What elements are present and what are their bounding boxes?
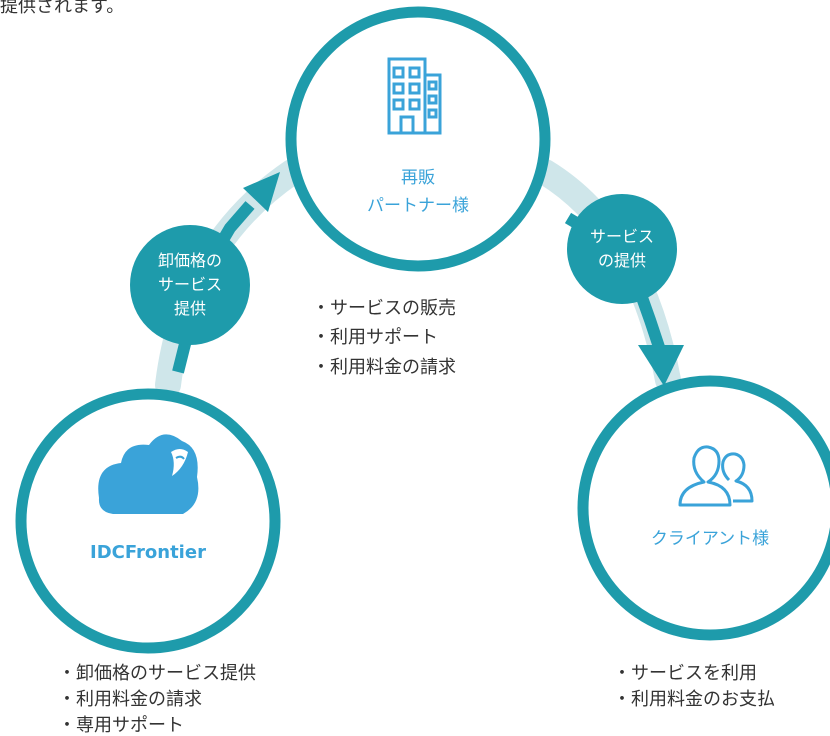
partner-node[interactable]: 再販 パートナー様	[285, 6, 551, 272]
idcf-bullet-1: ・卸価格のサービス提供	[58, 663, 256, 684]
partner-bullet-2: ・利用サポート	[312, 327, 438, 348]
service-badge: サービス の提供	[567, 194, 677, 304]
client-bullet-2: ・利用料金のお支払	[613, 689, 775, 710]
client-bullet-1: ・サービスを利用	[613, 663, 757, 684]
wholesale-badge-line3: 提供	[174, 299, 206, 318]
client-node[interactable]: クライアント様	[577, 375, 830, 641]
idcf-bullet-2: ・利用料金の請求	[58, 689, 202, 710]
service-badge-line1: サービス	[590, 227, 654, 246]
right-arrow-head	[638, 345, 684, 386]
users-icon	[678, 445, 754, 507]
idcf-logo-text: IDCFrontier	[90, 542, 206, 563]
service-badge-circle	[567, 194, 677, 304]
wholesale-badge-line2: サービス	[158, 275, 222, 294]
partner-label-line2: パートナー様	[367, 196, 469, 216]
partner-bullet-1: ・サービスの販売	[312, 298, 456, 319]
client-label: クライアント様	[651, 529, 769, 549]
cloud-logo-icon	[98, 434, 199, 514]
service-badge-line2: の提供	[598, 251, 646, 270]
building-icon	[387, 57, 442, 135]
idcf-bullet-3: ・専用サポート	[58, 715, 184, 736]
partner-bullet-3: ・利用料金の請求	[312, 357, 456, 378]
left-arrow-head	[243, 172, 280, 212]
partner-circle	[285, 6, 551, 272]
idcf-circle	[15, 388, 281, 654]
partner-label-line1: 再販	[401, 168, 435, 188]
idcf-node[interactable]: IDCFrontier	[15, 388, 281, 654]
wholesale-badge-circle	[130, 225, 250, 345]
wholesale-badge-line1: 卸価格の	[158, 251, 222, 270]
header-text: 提供されます。	[0, 0, 124, 17]
wholesale-badge: 卸価格の サービス 提供	[130, 225, 250, 345]
client-circle	[577, 375, 830, 641]
